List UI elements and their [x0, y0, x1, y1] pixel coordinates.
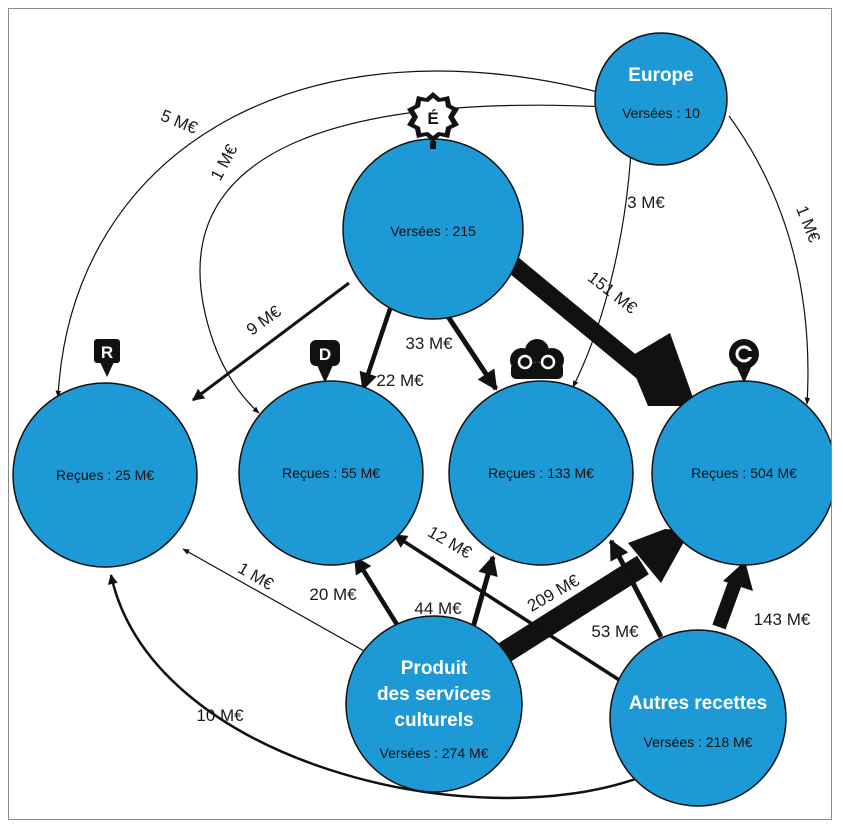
node-produit — [345, 615, 523, 793]
node-autres-value: Versées : 218 M€ — [644, 734, 753, 750]
flow-autres-region — [108, 574, 642, 800]
etat-badge-letter: É — [427, 109, 438, 128]
flow-autres-commune — [712, 580, 742, 630]
node-commune-value: Reçues : 504 M€ — [691, 465, 797, 481]
badges: É R D — [94, 92, 759, 383]
flow-produit-departement — [353, 555, 403, 633]
flow-etat-intercommunalite — [438, 304, 499, 391]
region-badge-letter: R — [101, 343, 113, 362]
label-produit-intercommunalite: 44 M€ — [414, 599, 462, 618]
node-produit-value: Versées : 274 M€ — [380, 745, 489, 761]
flow-autres-commune-head — [723, 561, 753, 591]
label-europe-intercommunalite: 3 M€ — [627, 193, 665, 212]
node-region — [12, 382, 198, 568]
flow-etat-departement — [359, 305, 394, 391]
flow-etat-commune-head — [628, 333, 696, 406]
flow-europe-region — [55, 70, 614, 398]
commune-badge-icon — [729, 339, 759, 383]
flow-autres-departement — [392, 533, 628, 687]
departement-badge-letter: D — [319, 345, 331, 364]
node-region-value: Reçues : 25 M€ — [56, 467, 154, 483]
label-europe-region: 5 M€ — [158, 106, 201, 138]
node-intercommunalite-value: Reçues : 133 M€ — [488, 465, 594, 481]
node-intercommunalite — [448, 380, 634, 566]
node-europe-title: Europe — [628, 65, 693, 86]
flow-europe-departement — [199, 104, 608, 414]
flow-europe-commune — [728, 115, 811, 405]
label-etat-intercommunalite: 33 M€ — [405, 334, 453, 353]
node-produit-title-1: Produit — [401, 658, 468, 679]
flow-produit-region — [182, 548, 374, 657]
label-produit-departement: 20 M€ — [309, 585, 357, 604]
flow-etat-commune — [505, 256, 655, 384]
intercommunalite-badge-icon — [510, 339, 564, 379]
node-departement — [238, 380, 424, 566]
node-produit-title-3: culturels — [394, 710, 473, 731]
flow-europe-intercommunalite — [572, 150, 632, 388]
flows — [55, 70, 811, 800]
label-produit-region: 1 M€ — [235, 559, 278, 595]
diagram-frame: Europe Versées : 10 Versées : 215 Reçues… — [8, 8, 832, 820]
label-etat-departement: 22 M€ — [376, 371, 424, 390]
flow-diagram: Europe Versées : 10 Versées : 215 Reçues… — [12, 32, 831, 807]
nodes: Europe Versées : 10 Versées : 215 Reçues… — [12, 32, 831, 807]
node-autres-title: Autres recettes — [629, 693, 767, 714]
node-europe — [594, 32, 728, 166]
label-europe-commune: 1 M€ — [792, 203, 824, 246]
label-etat-region: 9 M€ — [243, 301, 285, 339]
node-etat-value: Versées : 215 — [390, 223, 476, 239]
node-departement-value: Reçues : 55 M€ — [282, 465, 380, 481]
flow-produit-commune — [493, 555, 649, 666]
node-produit-title-2: des services — [377, 684, 491, 705]
flow-etat-region — [192, 281, 350, 402]
label-autres-region: 10 M€ — [196, 706, 244, 725]
region-badge-icon: R — [94, 339, 120, 377]
node-europe-value: Versées : 10 — [622, 105, 700, 121]
flow-produit-commune-head — [628, 529, 690, 583]
label-autres-intercommunalite: 53 M€ — [591, 622, 639, 641]
label-europe-departement: 1 M€ — [207, 141, 242, 184]
etat-badge-icon: É — [407, 92, 459, 149]
departement-badge-icon: D — [310, 340, 340, 383]
node-autres — [609, 629, 787, 807]
flow-autres-intercommunalite — [608, 539, 664, 639]
label-autres-commune: 143 M€ — [754, 610, 811, 629]
